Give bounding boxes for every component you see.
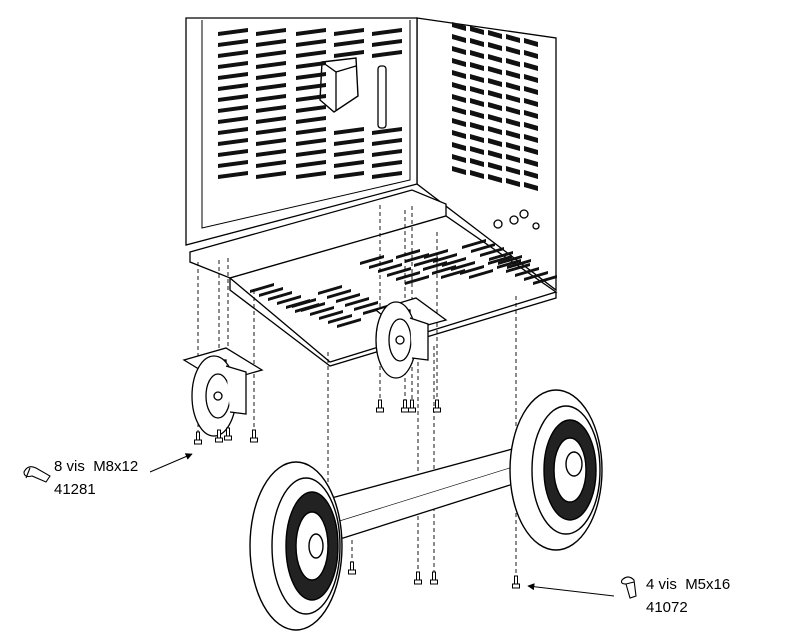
screw-icon xyxy=(23,466,51,483)
bolt xyxy=(215,429,223,443)
callout-m8-qty: 8 vis xyxy=(54,458,85,475)
panel-louvers xyxy=(452,22,538,191)
callout-m5-size: M5x16 xyxy=(685,576,731,593)
callout-m8-size: M8x12 xyxy=(93,458,139,475)
bolt xyxy=(414,571,422,585)
screw-icon xyxy=(620,576,637,599)
bolt xyxy=(224,427,232,441)
bolt xyxy=(433,399,441,413)
bolt xyxy=(512,575,520,589)
callout-m5-part-number: 41072 xyxy=(646,599,688,616)
bolts xyxy=(194,399,520,589)
bolt xyxy=(376,399,384,413)
callout-m8-quantity: 8 vis M8x12 xyxy=(54,458,138,476)
callout-m5-quantity: 4 vis M5x16 xyxy=(646,576,730,594)
bolt xyxy=(348,561,356,575)
right-wheel xyxy=(509,389,603,551)
left-wheel xyxy=(249,461,343,631)
left-caster xyxy=(182,347,264,437)
callout-m8-part-number: 41281 xyxy=(54,481,96,498)
front-louvers xyxy=(218,28,402,179)
callout-arrows xyxy=(149,453,615,597)
bolt xyxy=(430,571,438,585)
bolt xyxy=(250,429,258,443)
bolt xyxy=(408,399,416,413)
base-louvers xyxy=(250,239,557,328)
bolt xyxy=(401,399,409,413)
right-caster xyxy=(374,297,448,379)
bolt xyxy=(194,431,202,445)
base-plate xyxy=(189,189,558,367)
callout-m5-qty: 4 vis xyxy=(646,576,677,593)
